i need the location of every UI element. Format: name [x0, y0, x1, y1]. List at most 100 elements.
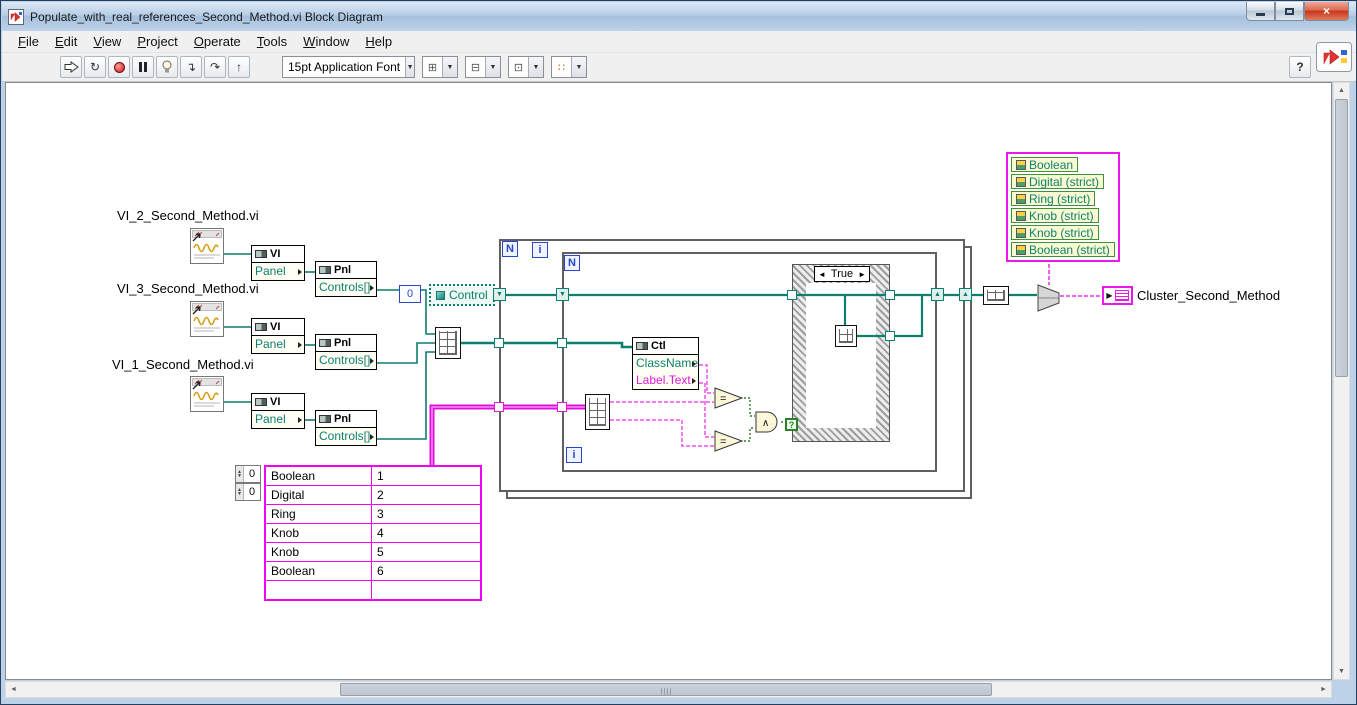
menu-help[interactable]: Help	[365, 34, 393, 49]
table-cell[interactable]: 4	[372, 524, 480, 542]
array-index-display[interactable]: ▲▼ 0	[235, 483, 261, 501]
bundle-node[interactable]	[1037, 284, 1061, 312]
chevron-down-icon[interactable]: ▼	[442, 57, 457, 77]
chevron-down-icon[interactable]: ▼	[571, 57, 586, 77]
table-cell[interactable]: Boolean	[266, 562, 371, 580]
shift-register-left[interactable]: ▼	[493, 288, 506, 301]
array-index-display[interactable]: ▲▼ 0	[235, 465, 261, 483]
distribute-objects-dropdown[interactable]: ⊟▼	[465, 56, 501, 78]
table-cell[interactable]: Ring	[266, 505, 371, 523]
abort-button[interactable]	[108, 56, 130, 78]
highlight-execution-button[interactable]	[156, 56, 178, 78]
minimize-button[interactable]	[1246, 2, 1275, 21]
scroll-up-icon[interactable]: ▲	[1334, 83, 1349, 98]
refnum-item[interactable]: Ring (strict)	[1011, 191, 1096, 206]
vi-reference-icon[interactable]	[190, 301, 224, 340]
control-property-node[interactable]: Ctl ClassName Label.Text	[632, 337, 699, 390]
table-cell[interactable]: 1	[372, 467, 480, 485]
shift-register-right[interactable]: ▲	[931, 288, 944, 301]
menu-tools[interactable]: Tools	[256, 34, 288, 49]
table-cell[interactable]: Knob	[266, 524, 371, 542]
table-cell[interactable]: 2	[372, 486, 480, 504]
index-array-node[interactable]	[585, 394, 610, 430]
step-into-button[interactable]: ↴	[180, 56, 202, 78]
table-cell[interactable]	[266, 581, 371, 599]
scroll-down-icon[interactable]: ▼	[1334, 664, 1349, 679]
refnum-item[interactable]: Digital (strict)	[1011, 174, 1105, 189]
loop-tunnel[interactable]	[494, 338, 504, 348]
control-class-constant[interactable]: Control	[429, 284, 495, 306]
array-to-cluster-node[interactable]	[983, 286, 1009, 305]
case-prev-icon[interactable]: ◄	[818, 269, 826, 279]
case-structure[interactable]	[792, 264, 890, 442]
and-node[interactable]: ∧	[755, 410, 781, 434]
vi-property-node[interactable]: VI Panel	[251, 318, 305, 354]
loop-tunnel[interactable]	[557, 402, 567, 412]
case-selector[interactable]: ◄ True ►	[814, 266, 870, 282]
property-panel[interactable]: Panel	[252, 263, 304, 280]
index-arrows-icon[interactable]: ▲▼	[236, 466, 244, 482]
shift-register-left[interactable]: ▼	[556, 288, 569, 301]
panel-property-node[interactable]: Pnl Controls[]	[315, 410, 377, 446]
block-diagram-canvas[interactable]: VI_2_Second_Method.vi VI_3_Second_Method…	[5, 82, 1332, 680]
vi-property-node[interactable]: VI Panel	[251, 245, 305, 281]
refnum-cluster-constant[interactable]: Boolean Digital (strict) Ring (strict) K…	[1006, 152, 1120, 262]
vi-reference-icon[interactable]	[190, 376, 224, 415]
horizontal-scrollbar[interactable]: ◄ ►	[5, 681, 1332, 698]
index-arrows-icon[interactable]: ▲▼	[236, 484, 244, 500]
refnum-item[interactable]: Boolean	[1011, 157, 1079, 172]
refnum-item[interactable]: Knob (strict)	[1011, 208, 1099, 223]
refnum-item[interactable]: Knob (strict)	[1011, 225, 1099, 240]
vertical-scrollbar-thumb[interactable]	[1335, 99, 1348, 377]
context-help-button[interactable]: ?	[1289, 56, 1311, 78]
run-button[interactable]	[60, 56, 82, 78]
loop-count-terminal[interactable]: N	[502, 241, 518, 257]
chevron-down-icon[interactable]: ▼	[528, 57, 543, 77]
menu-project[interactable]: Project	[137, 34, 178, 49]
panel-property-node[interactable]: Pnl Controls[]	[315, 334, 377, 370]
chevron-down-icon[interactable]: ▼	[405, 57, 414, 77]
scroll-left-icon[interactable]: ◄	[6, 682, 21, 697]
loop-count-terminal[interactable]: N	[564, 255, 580, 271]
property-controls[interactable]: Controls[]	[316, 352, 376, 369]
case-tunnel[interactable]	[885, 331, 895, 341]
numeric-constant[interactable]: 0	[399, 285, 421, 303]
table-cell[interactable]: Digital	[266, 486, 371, 504]
maximize-button[interactable]	[1275, 2, 1304, 21]
string-array-constant[interactable]: Boolean 1 Digital 2 Ring 3 Knob 4 Knob 5…	[264, 465, 482, 601]
table-cell[interactable]: Knob	[266, 543, 371, 561]
menu-window[interactable]: Window	[303, 34, 350, 49]
loop-iteration-terminal[interactable]: i	[566, 447, 582, 463]
property-panel[interactable]: Panel	[252, 411, 304, 428]
menu-view[interactable]: View	[93, 34, 122, 49]
table-cell[interactable]: Boolean	[266, 467, 371, 485]
menu-edit[interactable]: Edit	[54, 34, 78, 49]
refnum-item[interactable]: Boolean (strict)	[1011, 242, 1115, 257]
table-cell[interactable]: 6	[372, 562, 480, 580]
vi-property-node[interactable]: VI Panel	[251, 393, 305, 429]
table-cell[interactable]: 3	[372, 505, 480, 523]
equal-node[interactable]: =	[714, 430, 744, 452]
font-selector[interactable]: 15pt Application Font ▼	[282, 56, 415, 78]
build-array-node-in-case[interactable]	[835, 325, 857, 347]
pause-button[interactable]	[132, 56, 154, 78]
step-out-button[interactable]: ↑	[228, 56, 250, 78]
cluster-indicator-terminal[interactable]: ▶	[1102, 286, 1133, 305]
menu-operate[interactable]: Operate	[193, 34, 241, 49]
loop-tunnel[interactable]	[494, 402, 504, 412]
reorder-dropdown[interactable]: ∷▼	[551, 56, 587, 78]
resize-objects-dropdown[interactable]: ⊡▼	[508, 56, 544, 78]
chevron-down-icon[interactable]: ▼	[485, 57, 500, 77]
shift-register-right[interactable]: ▲	[959, 288, 972, 301]
property-label-text[interactable]: Label.Text	[633, 372, 698, 389]
property-classname[interactable]: ClassName	[633, 355, 698, 372]
close-button[interactable]: ×	[1304, 2, 1349, 21]
case-tunnel[interactable]	[787, 290, 797, 300]
panel-property-node[interactable]: Pnl Controls[]	[315, 261, 377, 297]
vertical-scrollbar[interactable]: ▲ ▼	[1333, 82, 1350, 680]
case-next-icon[interactable]: ►	[858, 269, 866, 279]
align-objects-dropdown[interactable]: ⊞▼	[422, 56, 458, 78]
loop-iteration-terminal[interactable]: i	[532, 242, 548, 258]
horizontal-scrollbar-thumb[interactable]	[340, 683, 992, 696]
property-controls[interactable]: Controls[]	[316, 428, 376, 445]
